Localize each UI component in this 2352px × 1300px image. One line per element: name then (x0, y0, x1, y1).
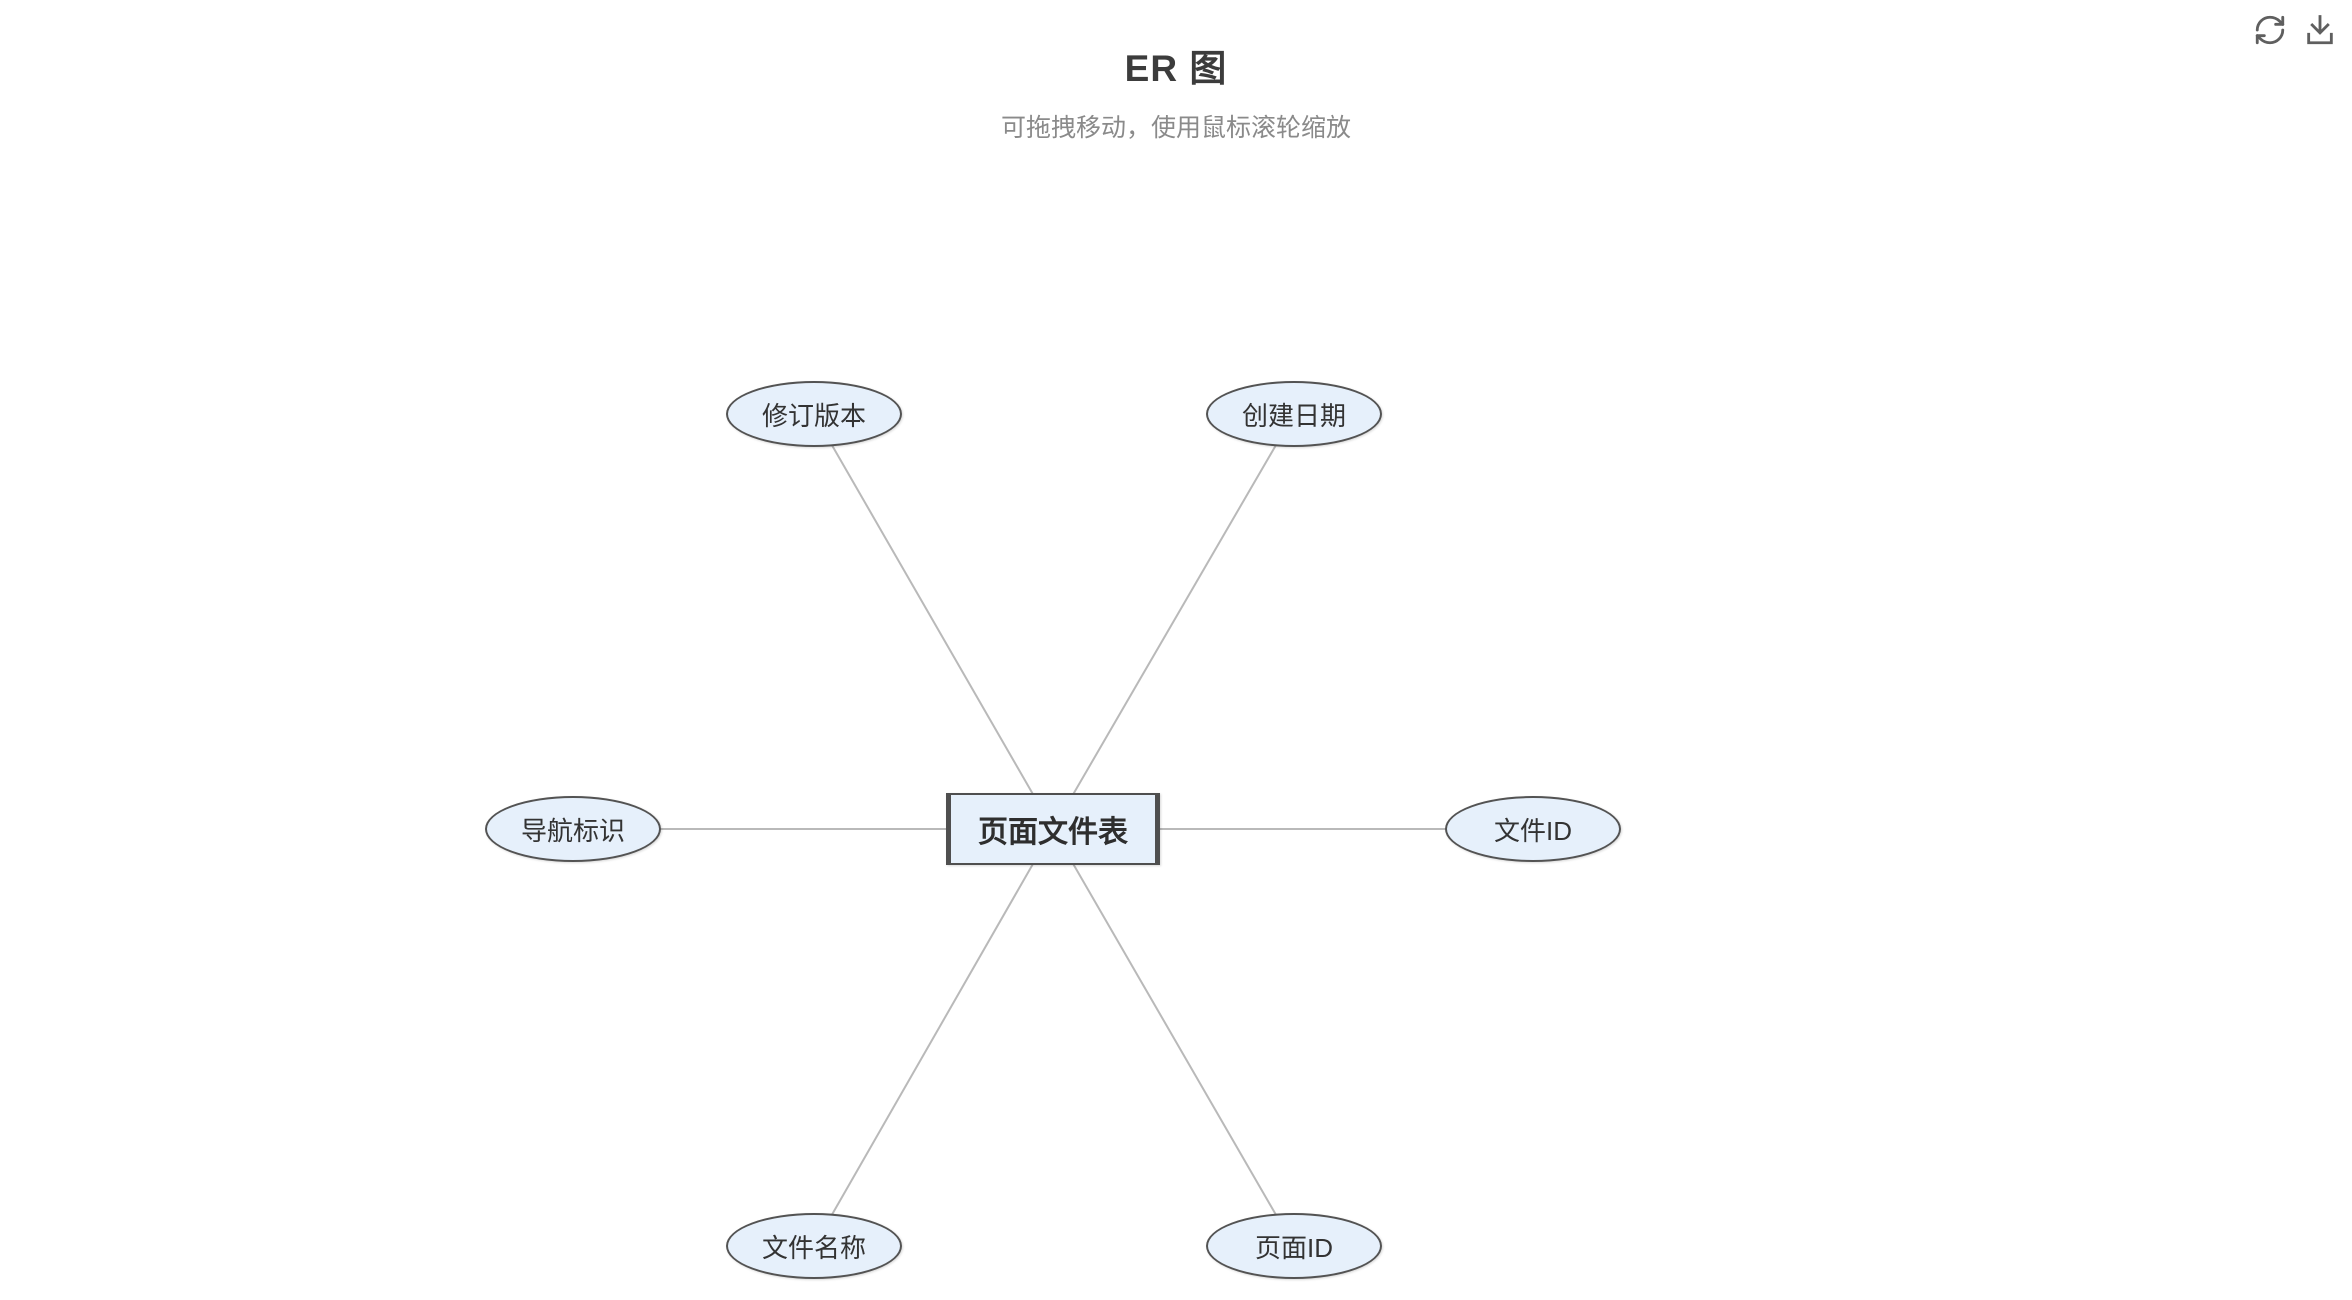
attribute-label: 修订版本 (761, 400, 866, 431)
attribute-node-revision[interactable]: 修订版本 (726, 381, 902, 447)
edge-entity-revision (813, 413, 1054, 830)
attribute-node-file-id[interactable]: 文件ID (1445, 796, 1621, 862)
refresh-icon (2255, 15, 2285, 45)
attribute-label: 文件ID (1493, 815, 1572, 846)
refresh-button[interactable] (2252, 12, 2288, 48)
entity-node-page-file-table[interactable]: 页面文件表 (946, 793, 1160, 865)
attribute-node-file-name[interactable]: 文件名称 (726, 1213, 902, 1279)
attribute-node-page-id[interactable]: 页面ID (1206, 1213, 1382, 1279)
edge-entity-page-id (1052, 828, 1295, 1247)
attribute-node-create-date[interactable]: 创建日期 (1206, 381, 1382, 447)
attribute-label: 文件名称 (761, 1232, 866, 1263)
attribute-label: 创建日期 (1241, 400, 1346, 431)
attribute-label: 页面ID (1254, 1232, 1333, 1263)
download-button[interactable] (2302, 12, 2338, 48)
download-icon (2307, 15, 2333, 45)
attribute-node-nav-id[interactable]: 导航标识 (485, 796, 661, 862)
edge-entity-file-name (813, 828, 1054, 1247)
attribute-label: 导航标识 (520, 815, 625, 846)
toolbar (2252, 12, 2338, 48)
entity-label: 页面文件表 (978, 816, 1128, 849)
edge-entity-create-date (1052, 413, 1295, 830)
